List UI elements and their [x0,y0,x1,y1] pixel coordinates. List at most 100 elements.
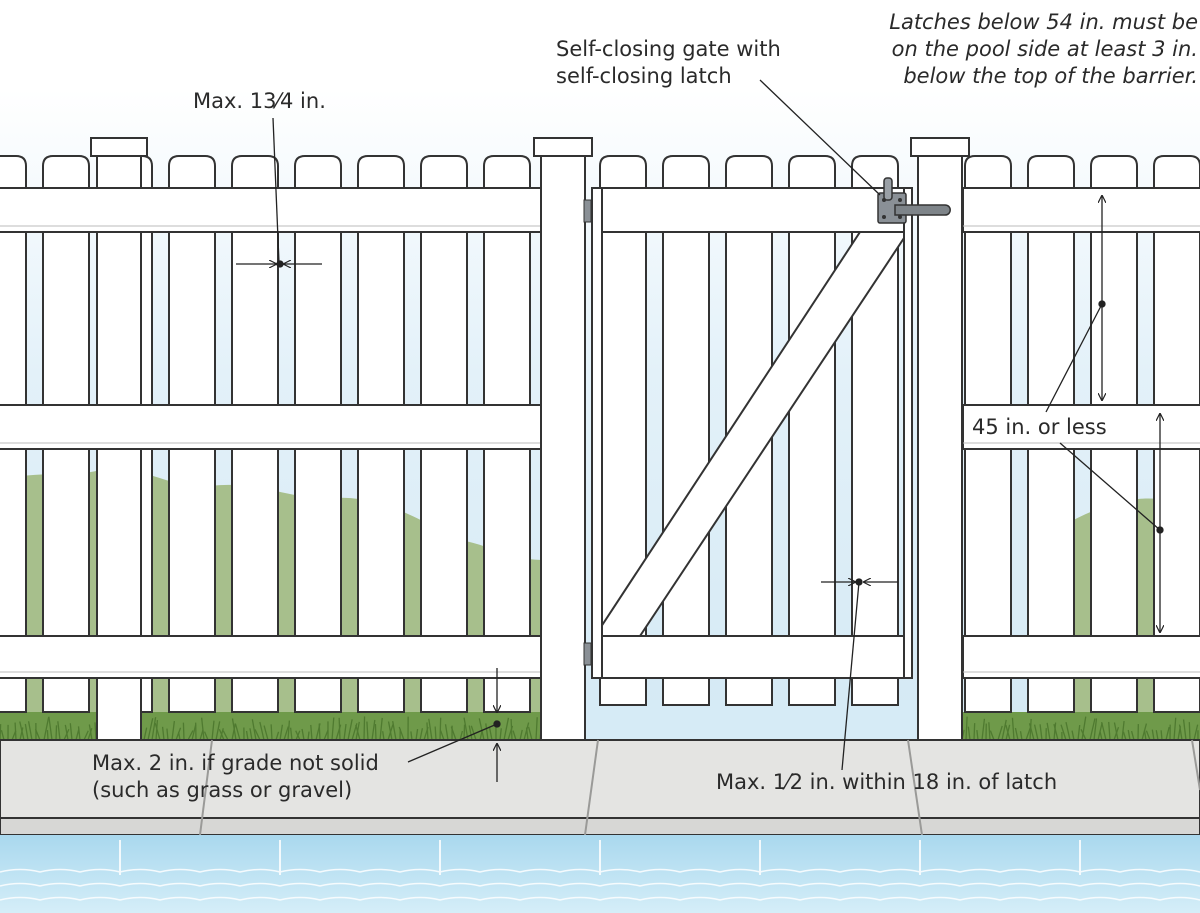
latch-height-note-line-3: below the top of the barrier. [903,64,1198,88]
grass-blade [527,726,533,741]
grass-blade [468,725,473,741]
latch-gap-prefix: Max. [716,770,773,794]
gate-top-rail [591,187,913,233]
grass-blade [318,723,321,741]
grass-blade [211,720,215,741]
grass-blade [154,722,161,741]
grass-blade [335,724,342,741]
post [540,149,586,741]
grass-blade [510,719,513,741]
grass-blade [1089,718,1096,741]
grass-blade [1182,719,1187,741]
grass-blade [77,726,81,741]
grass-blade [200,717,205,741]
picket-gap-suffix: in. [293,89,326,113]
grass-blade [69,723,73,741]
grass-blade [43,716,50,741]
post [917,149,963,741]
grass-blade [398,726,405,741]
grass-blade [485,723,489,741]
grass-blade [161,726,165,741]
grass-blade [234,723,241,741]
grass-blade [1060,724,1067,741]
latch-gap-dimension [821,579,898,771]
pool-ripples [0,840,1200,901]
bottom-gap-note: Max. 2 in. if grade not solid (such as g… [92,750,379,804]
grass-blade [355,724,361,741]
grass-blade [0,724,2,741]
picket-gap-dimension [236,117,322,267]
gate-stile-left [591,187,603,679]
grass-blade [1053,722,1057,741]
grass-blade [463,717,469,741]
grass-blade [1033,724,1039,741]
grass-blade [27,721,33,741]
grass-blade [525,727,529,741]
pool-ripple [0,882,1200,887]
grass-blade [1039,724,1043,741]
grass-blade [1160,730,1163,741]
grass-blade [387,721,393,741]
grass-blade [535,717,538,741]
deck-joints [199,739,1200,836]
pool-ripple [0,868,1200,873]
grass-blade [231,723,236,741]
grass-blade [351,723,358,741]
picket-gap-fraction: 3⁄4 [263,89,294,113]
grass-blade [251,719,257,741]
grass-blade [965,716,968,741]
grass-blade [57,721,61,741]
grass-blade [981,718,986,741]
gate-note-leader [759,79,881,196]
grass-blade [1014,727,1019,741]
picket-gap-prefix: Max. 1 [193,89,264,113]
grass-blade [371,719,376,741]
grass-blade [64,724,69,741]
gate-stile-right [903,187,913,679]
grass-blade [1028,723,1035,741]
grass-blade [215,721,221,741]
grass-blade [147,718,154,741]
gate-note-line-2: self-closing latch [556,64,732,88]
grass-blade [1188,722,1191,741]
grass-blade [967,726,971,741]
gate-opening [585,700,915,740]
pool-coping [0,817,1200,836]
left-rail [0,635,543,679]
grass-blade [988,722,991,741]
grass-blade [374,723,377,741]
grass-blade [1193,724,1199,741]
fence-section-left [0,137,543,741]
grass-blade [1093,718,1098,741]
grass-blade [88,724,93,741]
grass-blade [331,717,335,741]
pool-ripple [0,896,1200,901]
gate-picket [662,155,710,706]
grass-blade [1011,717,1015,741]
grass-blade [366,721,369,741]
grass-blade [1081,716,1087,741]
left-wide-picket-cap [90,137,148,157]
gate-picket [788,155,836,706]
hinge-top [583,199,592,223]
grass-blade [270,724,273,741]
bottom-gap-note-line-1: Max. 2 in. if grade not solid [92,751,379,775]
grass-blade [426,722,429,741]
gate-bottom-rail [591,635,913,679]
rail-spacing-label: 45 in. or less [968,414,1111,441]
grass-blade [289,727,293,741]
grass-blade [1065,721,1071,741]
grass-blade [94,722,97,741]
rail-spacing-dimension [1045,196,1163,632]
grass-blade [338,717,341,741]
grass-blade [310,724,313,741]
grass-blade [151,717,157,741]
fence-posts [533,137,970,741]
grass-blade [392,721,397,741]
right-rail [962,635,1200,679]
grass-blade [973,723,976,741]
grass-blade [48,716,53,741]
grass-blade [1108,721,1111,741]
